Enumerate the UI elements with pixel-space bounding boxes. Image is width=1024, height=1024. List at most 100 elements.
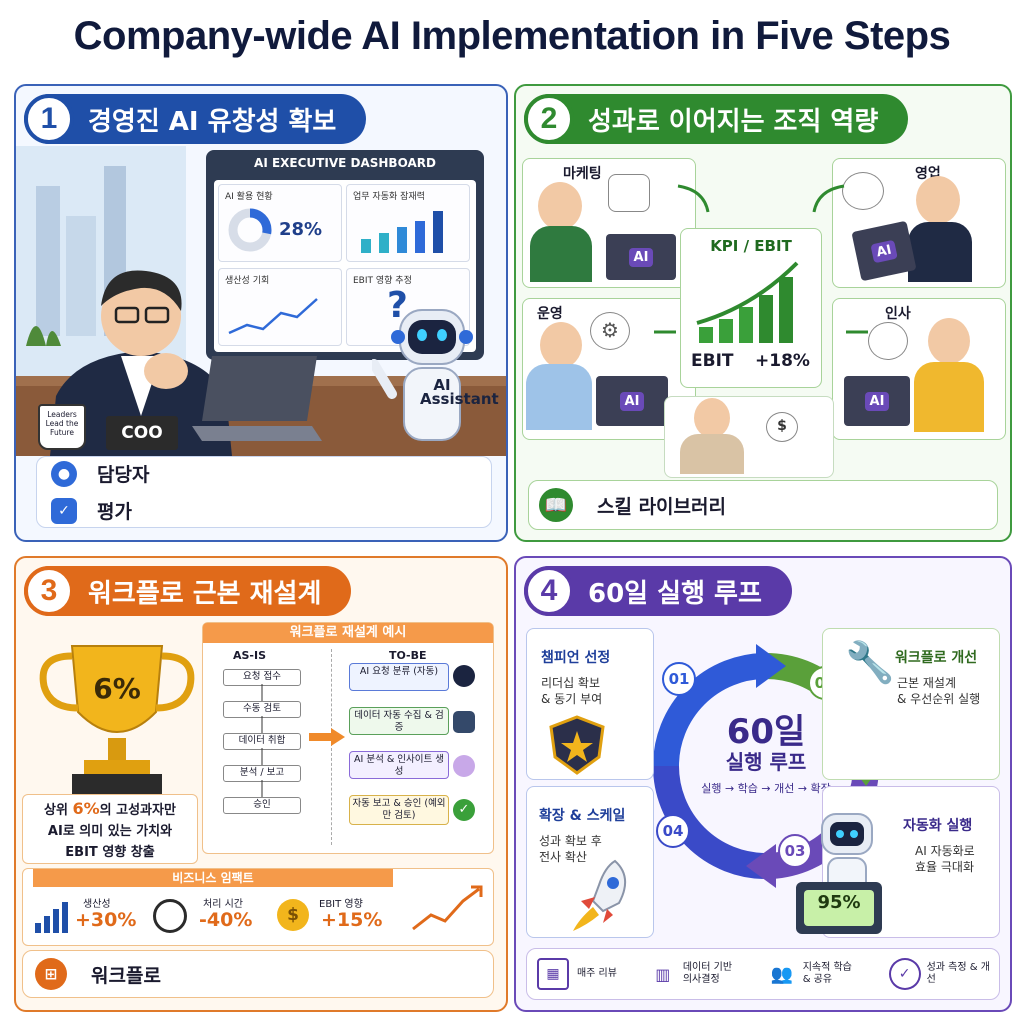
checklist-icon: ✓ bbox=[51, 497, 77, 524]
loop-center-title: 60일 bbox=[726, 712, 806, 752]
business-impact: 비즈니스 임팩트 생산성 +30% 처리 시간 -40% $ EBIT 영향 +… bbox=[22, 868, 494, 946]
panel3-heading: 워크플로 근본 재설계 bbox=[88, 578, 322, 609]
example-title: 워크플로 재설계 예시 bbox=[203, 623, 493, 643]
dollar-bubble-icon: $ bbox=[766, 412, 798, 442]
footer-item-line: 데이터 기반 bbox=[682, 962, 733, 973]
mug: Leaders Lead the Future bbox=[38, 404, 86, 450]
as-is-arrows bbox=[261, 684, 263, 797]
panel2-heading: 성과로 이어지는 조직 역량 bbox=[588, 106, 879, 137]
org-chart-icon: ⊞ bbox=[35, 958, 67, 990]
growth-arrow-icon bbox=[412, 885, 483, 931]
footer-item-line: 성과 측정 & 개선 bbox=[926, 962, 990, 985]
step-number-4: 4 bbox=[524, 566, 574, 616]
dept-marketing-label: 마케팅 bbox=[563, 166, 602, 182]
ebit-growth-value: +18% bbox=[755, 351, 810, 371]
panel-60day-loop: 4 60일 실행 루프 60일 실행 루프 실행 → 학습 → 개선 → 확장 … bbox=[514, 556, 1012, 1012]
footer-item: 성과 측정 & 개선 bbox=[927, 962, 999, 986]
book-icon: 📖 bbox=[539, 488, 573, 522]
impact-title: 비즈니스 임팩트 bbox=[33, 869, 393, 887]
mug-text: Leaders Lead the Future bbox=[45, 410, 79, 437]
step-title: 자동화 실행 bbox=[903, 818, 973, 834]
step-line2: 전사 확산 bbox=[539, 850, 587, 864]
ops-person-body bbox=[526, 364, 592, 430]
robot-label: AI Assistant bbox=[420, 376, 499, 408]
top-performer-caption: 상위 6%의 고성과자만 AI로 의미 있는 가치와 EBIT 영향 창출 bbox=[22, 794, 198, 864]
to-be-step: AI 요청 분류 (자동) bbox=[349, 663, 449, 691]
ai-badge: AI bbox=[864, 391, 890, 411]
automation-card: 업무 자동화 잠재력 bbox=[346, 184, 470, 262]
step-title: 확장 & 스케일 bbox=[539, 808, 626, 824]
step-line1: 리더십 확보 bbox=[541, 676, 601, 690]
trophy-icon bbox=[39, 645, 195, 796]
transform-arrow-icon bbox=[309, 728, 345, 746]
executive-dashboard: AI EXECUTIVE DASHBOARD AI 활용 현황 28% 업무 자… bbox=[206, 150, 484, 360]
step-number-2: 2 bbox=[524, 94, 574, 144]
ebit-text: EBIT bbox=[691, 351, 734, 371]
productivity-label: 생산성 기회 bbox=[225, 276, 270, 286]
step-scale: 확장 & 스케일 성과 확보 후 전사 확산 bbox=[526, 786, 654, 938]
as-is-label: AS-IS bbox=[233, 649, 267, 662]
check-circle-icon: ✓ bbox=[888, 958, 921, 990]
data-chart-icon: ▥ bbox=[648, 960, 677, 988]
footer-item-line: & 공유 bbox=[802, 974, 833, 985]
hr-laptop: AI bbox=[844, 376, 910, 426]
step-line2: & 우선순위 실행 bbox=[897, 692, 981, 706]
ops-laptop: AI bbox=[596, 376, 668, 426]
step-num-01: 01 bbox=[662, 662, 696, 696]
step-title: 챔피언 선정 bbox=[541, 650, 611, 666]
marketing-person-body bbox=[530, 226, 592, 282]
marketing-person bbox=[538, 182, 582, 230]
coo-nameplate: COO bbox=[106, 416, 178, 450]
workflow-example: 워크플로 재설계 예시 AS-IS TO-BE 요청 접수 수동 검토 데이터 … bbox=[202, 622, 494, 854]
step-line2: 효율 극대화 bbox=[915, 860, 975, 874]
user-bubble-icon bbox=[842, 172, 884, 210]
coin-icon: $ bbox=[277, 899, 309, 931]
skill-library-label: 스킬 라이브러리 bbox=[597, 495, 726, 518]
step-line2: & 동기 부여 bbox=[541, 692, 603, 706]
as-is-step: 승인 bbox=[223, 797, 301, 814]
hr-person-body bbox=[914, 362, 984, 432]
panel2-footer: 📖 스킬 라이브러리 bbox=[528, 480, 998, 530]
footer-item-line: 지속적 학습 bbox=[802, 962, 852, 973]
footer-item-line: 매주 리뷰 bbox=[576, 968, 617, 979]
impact-value: +30% bbox=[75, 909, 137, 931]
panel1-footer: ● 담당자 ✓ 평가 bbox=[36, 456, 492, 528]
productivity-card: 생산성 기회 bbox=[218, 268, 342, 346]
loop-center-sub: 실행 루프 bbox=[725, 750, 807, 774]
panel4-heading: 60일 실행 루프 bbox=[588, 578, 762, 609]
brain-icon bbox=[453, 755, 475, 777]
workflow-label: 워크플로 bbox=[91, 964, 161, 987]
badge-star-icon bbox=[549, 715, 605, 775]
ebit-label: EBIT 영향 추정 bbox=[353, 276, 412, 286]
dashboard-title: AI EXECUTIVE DASHBOARD bbox=[254, 156, 436, 170]
step-workflow: 워크플로 개선 근본 재설계 & 우선순위 실행 🔧 bbox=[822, 628, 1000, 780]
footer-item: 지속적 학습& 공유 bbox=[803, 962, 889, 986]
panel-org-capability: 2 성과로 이어지는 조직 역량 마케팅 영업 운영 인사 AI AI AI A… bbox=[514, 84, 1012, 542]
kpi-title: KPI / EBIT bbox=[710, 237, 792, 255]
page-title: Company-wide AI Implementation in Five S… bbox=[73, 14, 951, 58]
loop-center-flow: 실행 → 학습 → 개선 → 확장 bbox=[701, 782, 831, 795]
to-be-step: 데이터 자동 수집 & 검증 bbox=[349, 707, 449, 735]
finance-person bbox=[694, 398, 730, 438]
panel-workflow-redesign: 3 워크플로 근본 재설계 6% 상위 6%의 고성과자만 AI로 의미 있는 … bbox=[14, 556, 508, 1012]
robot-mini-icon bbox=[453, 665, 475, 687]
donut-chart-icon bbox=[228, 208, 272, 252]
step-num-03: 03 bbox=[778, 834, 812, 868]
step-number-3: 3 bbox=[24, 566, 74, 616]
bar-chart-icon bbox=[361, 211, 443, 253]
panel3-footer: ⊞ 워크플로 bbox=[22, 950, 494, 998]
panel-executive-fluency: 1 경영진 AI 유창성 확보 AI EXECUTIVE DASHBOARD A… bbox=[14, 84, 508, 542]
robot-screen-value: 95% bbox=[817, 892, 861, 913]
sales-person bbox=[916, 176, 960, 224]
database-icon bbox=[453, 711, 475, 733]
impact-label: 처리 시간 bbox=[203, 899, 243, 910]
flow-arrows bbox=[654, 184, 868, 334]
calendar-icon: ▦ bbox=[537, 958, 569, 990]
panel1-header: 1 경영진 AI 유창성 확보 bbox=[24, 94, 367, 144]
chart-bubble-icon bbox=[608, 174, 650, 212]
robot-assistant-icon bbox=[372, 309, 473, 441]
caption-line2: AI로 의미 있는 가치와 bbox=[47, 824, 173, 839]
footer-item-owner: 담당자 bbox=[97, 464, 150, 486]
to-be-step: 자동 보고 & 승인 (예외만 검토) bbox=[349, 795, 449, 825]
